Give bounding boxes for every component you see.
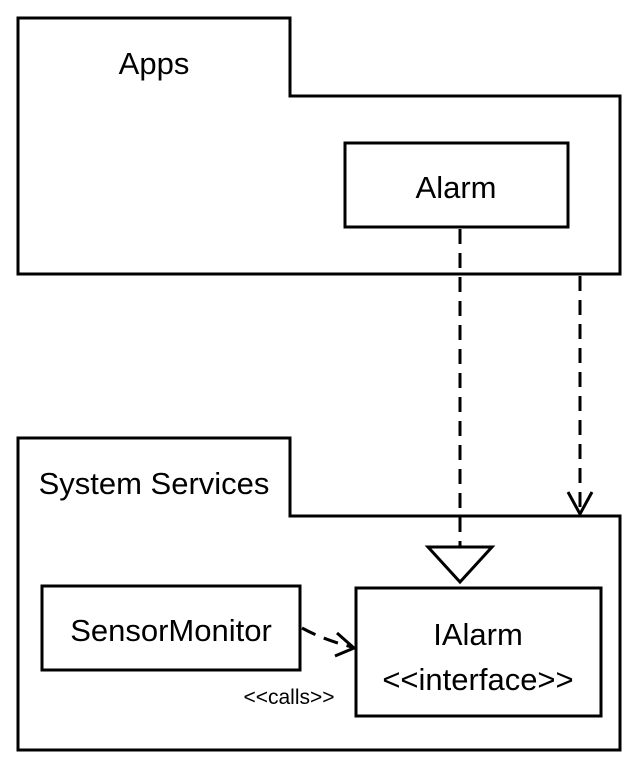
ialarm-label: IAlarm xyxy=(433,617,523,652)
calls-label: <<calls>> xyxy=(243,686,334,709)
alarm-box xyxy=(343,141,570,229)
sensor-monitor-component: SensorMonitor xyxy=(40,584,302,672)
open-arrowhead xyxy=(566,491,594,518)
sensor-monitor-label: SensorMonitor xyxy=(70,613,272,648)
alarm-label: Alarm xyxy=(416,170,497,205)
ialarm-interface: IAlarm <<interface>> xyxy=(354,586,603,718)
alarm-to-ialarm-arrow xyxy=(424,229,496,585)
sensor-monitor-box xyxy=(40,584,302,672)
package-dependency-arrow xyxy=(566,276,594,518)
apps-package-label: Apps xyxy=(119,46,190,81)
calls-arrow: <<calls>> xyxy=(243,626,357,709)
ialarm-box xyxy=(354,586,603,718)
system-services-package-label: System Services xyxy=(39,466,270,501)
ialarm-stereotype: <<interface>> xyxy=(382,662,573,697)
calls-arrowhead xyxy=(334,631,357,658)
alarm-component: Alarm xyxy=(343,141,570,229)
calls-line xyxy=(301,626,353,649)
hollow-triangle-arrowhead xyxy=(424,545,496,585)
